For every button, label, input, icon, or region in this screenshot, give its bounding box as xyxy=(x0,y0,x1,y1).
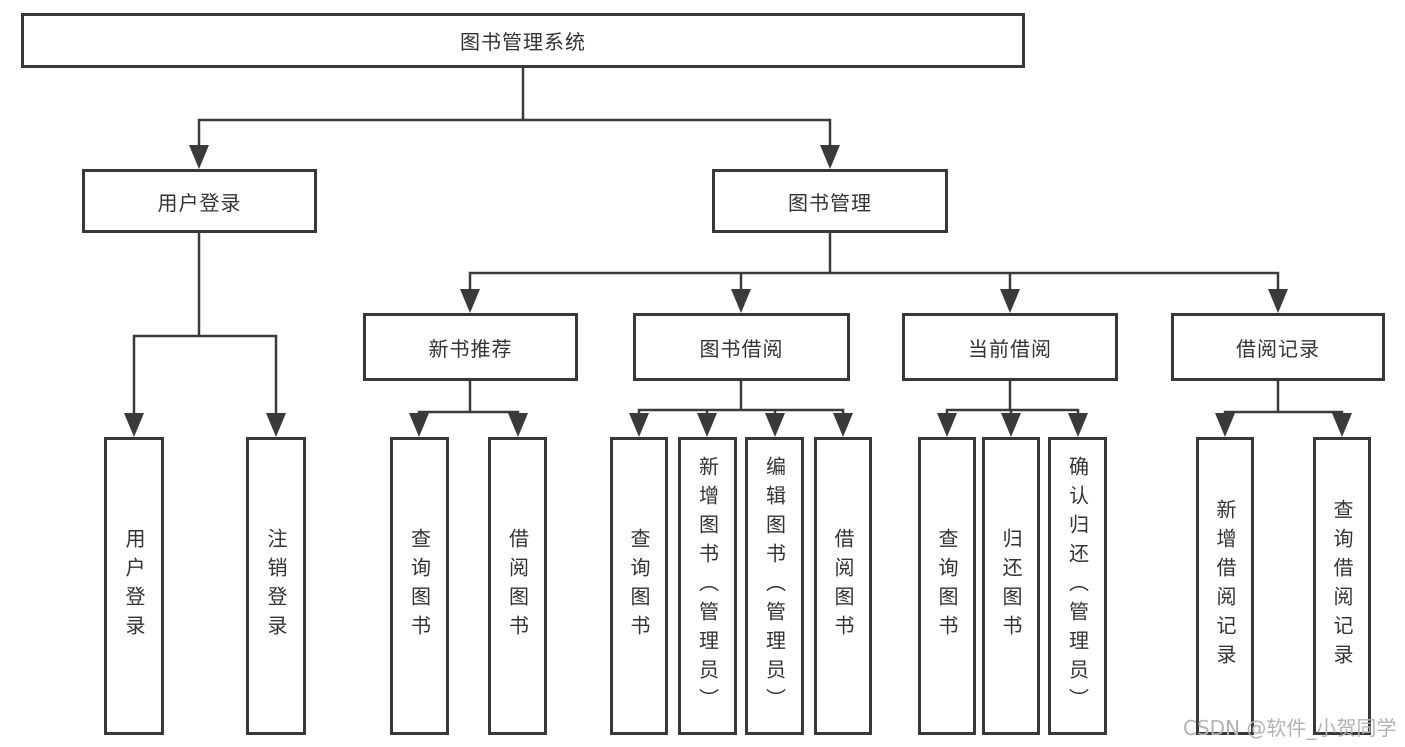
connector-currentborrow-to-leaves xyxy=(945,381,1080,416)
arrowhead xyxy=(1215,413,1235,437)
leaf-user-login: 用户登录 xyxy=(104,437,164,735)
arrowhead xyxy=(1001,413,1021,437)
node-root-label: 图书管理系统 xyxy=(460,30,586,54)
arrowhead xyxy=(1268,289,1288,313)
arrowhead xyxy=(820,145,840,169)
leaf-query-borrow-record-label: 查询借阅记录 xyxy=(1330,499,1354,673)
leaf-borrow-books: 借阅图书 xyxy=(814,437,872,735)
leaf-newbook-query-books-label: 查询图书 xyxy=(407,528,432,644)
leaf-newbook-borrow-books: 借阅图书 xyxy=(488,437,547,735)
arrowhead xyxy=(460,289,480,313)
connector-bookmgmt-to-level3 xyxy=(468,233,1280,292)
node-new-book-recommend-label: 新书推荐 xyxy=(428,336,513,361)
leaf-return-books-label: 归还图书 xyxy=(999,528,1023,644)
arrowhead xyxy=(409,413,429,437)
node-borrow-record-label: 借阅记录 xyxy=(1236,336,1320,361)
arrowhead xyxy=(1000,289,1020,313)
arrowhead xyxy=(1332,413,1352,437)
node-root: 图书管理系统 xyxy=(21,13,1025,68)
node-book-management-label: 图书管理 xyxy=(788,190,872,215)
leaf-user-login-label: 用户登录 xyxy=(122,528,146,644)
node-book-borrow: 图书借阅 xyxy=(633,313,850,381)
arrowhead xyxy=(765,413,785,437)
arrowhead xyxy=(629,413,649,437)
leaf-newbook-query-books: 查询图书 xyxy=(390,437,449,735)
connector-borrowrecord-to-leaves xyxy=(1223,381,1344,416)
leaf-newbook-borrow-books-label: 借阅图书 xyxy=(505,528,530,644)
leaf-borrow-query-books-label: 查询图书 xyxy=(627,528,651,644)
arrowhead xyxy=(731,289,751,313)
leaf-return-books: 归还图书 xyxy=(982,437,1040,735)
leaf-borrow-query-books: 查询图书 xyxy=(610,437,668,735)
leaf-confirm-return-admin: 确认归还（管理员） xyxy=(1048,437,1107,735)
arrowhead xyxy=(1068,413,1088,437)
arrowhead xyxy=(266,413,286,437)
leaf-logout: 注销登录 xyxy=(246,437,306,735)
leaf-logout-label: 注销登录 xyxy=(264,528,288,644)
connector-bookborrow-to-leaves xyxy=(637,381,845,416)
connector-newbook-to-leaves xyxy=(417,381,520,416)
connector-userlogin-to-leaves xyxy=(132,233,278,416)
leaf-current-query-books: 查询图书 xyxy=(918,437,976,735)
node-current-borrow-label: 当前借阅 xyxy=(968,336,1052,361)
leaf-add-books-admin: 新增图书（管理员） xyxy=(678,437,737,735)
node-book-management: 图书管理 xyxy=(712,169,948,233)
leaf-current-query-books-label: 查询图书 xyxy=(935,528,959,644)
arrowhead xyxy=(508,413,528,437)
node-borrow-record: 借阅记录 xyxy=(1171,313,1385,381)
node-book-borrow-label: 图书借阅 xyxy=(699,336,784,361)
leaf-borrow-books-label: 借阅图书 xyxy=(831,528,855,644)
arrowhead xyxy=(937,413,957,437)
arrowhead xyxy=(697,413,717,437)
leaf-add-borrow-record-label: 新增借阅记录 xyxy=(1213,499,1237,673)
leaf-edit-books-admin: 编辑图书（管理员） xyxy=(745,437,804,735)
csdn-watermark: CSDN @软件_小贺同学 xyxy=(1183,716,1397,740)
node-current-borrow: 当前借阅 xyxy=(902,313,1118,381)
node-user-login-label: 用户登录 xyxy=(157,190,242,215)
leaf-query-borrow-record: 查询借阅记录 xyxy=(1313,437,1371,735)
leaf-edit-books-admin-label: 编辑图书（管理员） xyxy=(762,455,787,717)
leaf-add-borrow-record: 新增借阅记录 xyxy=(1196,437,1254,735)
connector-root-to-level2 xyxy=(197,68,832,148)
leaf-add-books-admin-label: 新增图书（管理员） xyxy=(695,455,720,717)
leaf-confirm-return-admin-label: 确认归还（管理员） xyxy=(1065,455,1090,717)
node-new-book-recommend: 新书推荐 xyxy=(363,313,578,381)
arrowhead xyxy=(124,413,144,437)
node-user-login: 用户登录 xyxy=(82,169,317,233)
connector-arrowheads xyxy=(124,145,1352,437)
arrowhead xyxy=(189,145,209,169)
arrowhead xyxy=(833,413,853,437)
